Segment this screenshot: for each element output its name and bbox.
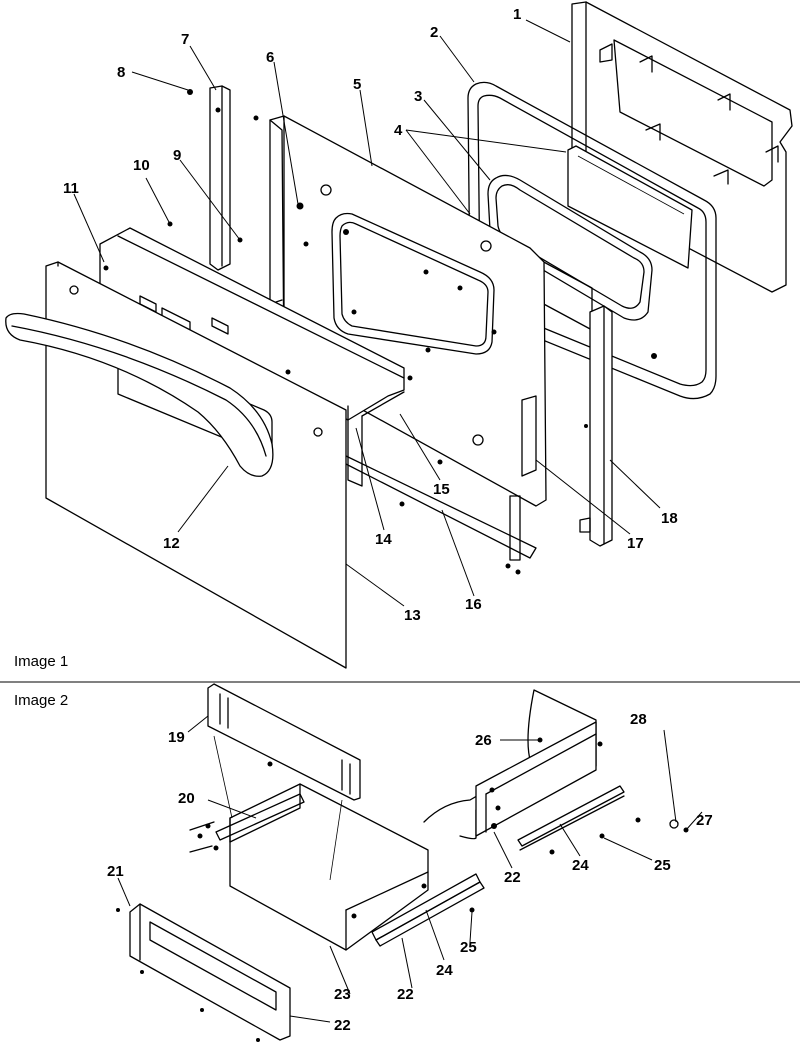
callout-7: 7 — [181, 31, 189, 48]
callout-4: 4 — [394, 122, 403, 139]
part-19-drawer-back — [207, 683, 361, 801]
image2-callouts: 19 20 21 23 22 22 24 25 26 28 27 24 25 2… — [107, 711, 713, 1034]
callout-22-front: 22 — [334, 1017, 351, 1034]
image2-screws — [116, 737, 689, 1042]
callout-10: 10 — [133, 157, 150, 174]
part-5-door-liner — [269, 115, 547, 507]
part-12-door-handle — [5, 312, 274, 477]
callout-14: 14 — [375, 531, 392, 548]
image1-leader-lines — [73, 19, 661, 607]
callout-21: 21 — [107, 863, 124, 880]
callout-12: 12 — [163, 535, 180, 552]
callout-24-cabinet: 24 — [572, 857, 589, 874]
image2-leader-lines — [117, 715, 703, 1023]
part-7-left-channel — [209, 85, 231, 271]
callout-13: 13 — [404, 607, 421, 624]
callout-20: 20 — [178, 790, 195, 807]
callout-24-drawer: 24 — [436, 962, 453, 979]
section-caption-image-1: Image 1 — [14, 653, 68, 670]
callout-8: 8 — [117, 64, 125, 81]
part-26-cabinet-section — [423, 689, 625, 851]
callout-28: 28 — [630, 711, 647, 728]
image1-callouts: 1 2 3 4 5 6 7 8 9 10 11 12 13 14 15 16 1… — [63, 6, 678, 624]
part-18-right-channel — [579, 305, 613, 547]
callout-18: 18 — [661, 510, 678, 527]
callout-27: 27 — [696, 812, 713, 829]
callout-16: 16 — [465, 596, 482, 613]
callout-19: 19 — [168, 729, 185, 746]
callout-15: 15 — [433, 481, 450, 498]
part-24-slide-rail-right — [371, 873, 485, 947]
callout-6: 6 — [266, 49, 274, 66]
callout-26: 26 — [475, 732, 492, 749]
part-3-window-frame — [487, 174, 653, 321]
callout-23: 23 — [334, 986, 351, 1003]
callout-11: 11 — [63, 180, 79, 197]
part-21-drawer-front — [129, 903, 291, 1041]
callout-9: 9 — [173, 147, 181, 164]
callout-5: 5 — [353, 76, 361, 93]
callout-1: 1 — [513, 6, 521, 23]
callout-17: 17 — [627, 535, 644, 552]
image1-screws — [103, 89, 657, 575]
callout-3: 3 — [414, 88, 422, 105]
callout-22-cabinet: 22 — [504, 869, 521, 886]
callout-2: 2 — [430, 24, 438, 41]
part-23-drawer-box — [189, 735, 429, 951]
callout-25-cabinet: 25 — [654, 857, 671, 874]
section-caption-image-2: Image 2 — [14, 692, 68, 709]
callout-25-drawer: 25 — [460, 939, 477, 956]
callout-22-rail: 22 — [397, 986, 414, 1003]
